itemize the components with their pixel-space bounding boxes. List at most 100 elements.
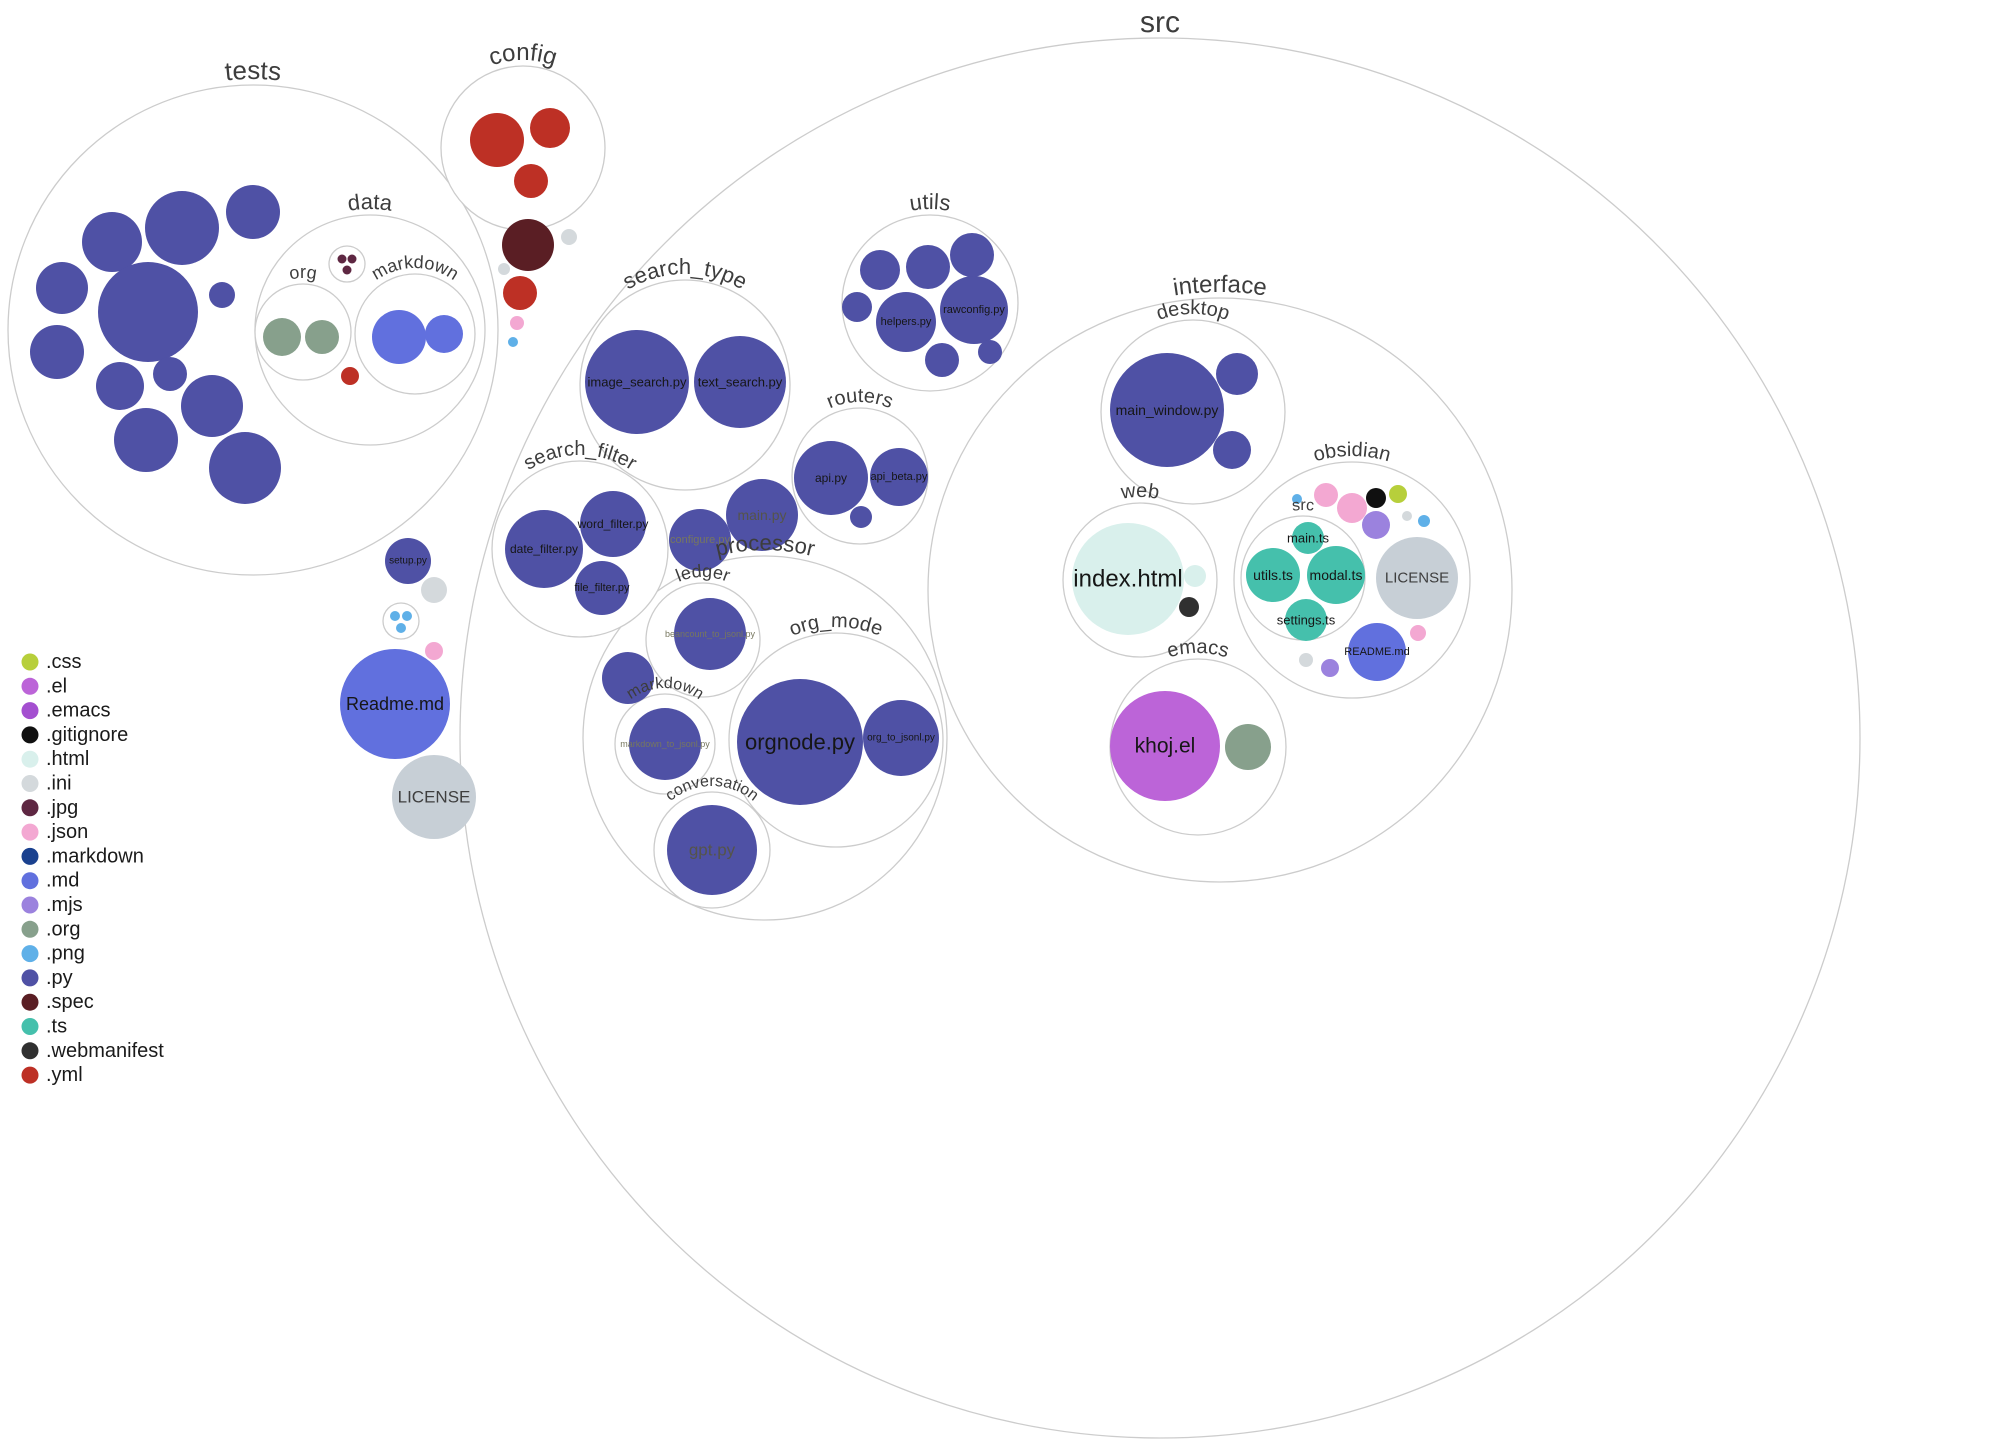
file-circle-LICENSE[interactable] xyxy=(1376,537,1458,619)
file-circle-org-file[interactable] xyxy=(305,320,339,354)
file-circle-gpt.py[interactable] xyxy=(667,805,757,895)
legend-label-py: .py xyxy=(46,967,73,989)
file-circle-png-file[interactable] xyxy=(390,611,400,621)
file-circle-api_beta.py[interactable] xyxy=(870,448,928,506)
file-circle-py-file[interactable] xyxy=(209,282,235,308)
file-circle-markdown_to_jsonl.py[interactable] xyxy=(629,708,701,780)
file-circle-py-file[interactable] xyxy=(30,325,84,379)
file-circle-json-file[interactable] xyxy=(1410,625,1426,641)
file-circle-jpg-file[interactable] xyxy=(337,254,347,264)
file-circle-date_filter.py[interactable] xyxy=(505,510,583,588)
file-circle-py-file[interactable] xyxy=(153,357,187,391)
file-circle-py-file[interactable] xyxy=(145,191,219,265)
file-circle-README.md[interactable] xyxy=(1348,623,1406,681)
file-circle-py-file[interactable] xyxy=(950,233,994,277)
file-circle-index.html[interactable] xyxy=(1072,523,1184,635)
file-circle-file_filter.py[interactable] xyxy=(575,561,629,615)
file-circle-modal.ts[interactable] xyxy=(1307,546,1365,604)
file-label-main_window.py: main_window.py xyxy=(1116,402,1219,418)
file-circle-beancount_to_jsonl.py[interactable] xyxy=(674,598,746,670)
file-circle-md-file[interactable] xyxy=(372,310,426,364)
file-circle-utils.ts[interactable] xyxy=(1246,548,1300,602)
folder-circle-jpg-cluster[interactable] xyxy=(328,245,366,283)
file-circle-mjs-file[interactable] xyxy=(1321,659,1339,677)
file-circle-py-file[interactable] xyxy=(209,432,281,504)
file-circle-ini-file[interactable] xyxy=(561,229,577,245)
file-circle-configure.py[interactable] xyxy=(669,509,731,571)
file-circle-yml-file[interactable] xyxy=(341,367,359,385)
file-circle-py-file[interactable] xyxy=(82,212,142,272)
file-circle-png-file[interactable] xyxy=(1292,494,1302,504)
file-circle-jpg-file[interactable] xyxy=(342,265,352,275)
legend-dot-ts-icon xyxy=(21,1018,39,1035)
file-circle-py-file[interactable] xyxy=(114,408,178,472)
file-circle-html-file[interactable] xyxy=(1184,565,1206,587)
folder-circle-interface[interactable] xyxy=(927,297,1513,883)
folder-circle-org[interactable] xyxy=(254,283,352,381)
folder-label-data: data xyxy=(346,189,394,216)
file-circle-json-file[interactable] xyxy=(425,642,443,660)
file-circle-yml-file[interactable] xyxy=(530,108,570,148)
file-circle-LICENSE[interactable] xyxy=(392,755,476,839)
file-circle-json-file[interactable] xyxy=(1337,493,1367,523)
file-circle-jpg-file[interactable] xyxy=(347,254,357,264)
file-circle-orgnode.py[interactable] xyxy=(737,679,863,805)
file-circle-yml-file[interactable] xyxy=(503,276,537,310)
file-circle-org_to_jsonl.py[interactable] xyxy=(863,700,939,776)
file-circle-json-file[interactable] xyxy=(1314,483,1338,507)
file-circle-md-file[interactable] xyxy=(425,315,463,353)
file-circle-py-file[interactable] xyxy=(842,292,872,322)
file-circle-rawconfig.py[interactable] xyxy=(940,276,1008,344)
file-circle-khoj.el[interactable] xyxy=(1110,691,1220,801)
file-circle-ini-file[interactable] xyxy=(1402,511,1412,521)
file-circle-text_search.py[interactable] xyxy=(694,336,786,428)
file-circle-ini-file[interactable] xyxy=(498,263,510,275)
file-circle-css-file[interactable] xyxy=(1389,485,1407,503)
file-circle-webmanifest-file[interactable] xyxy=(1179,597,1199,617)
file-circle-py-file[interactable] xyxy=(181,375,243,437)
file-circle-image_search.py[interactable] xyxy=(585,330,689,434)
file-circle-json-file[interactable] xyxy=(510,316,524,330)
file-circle-py-file[interactable] xyxy=(1216,353,1258,395)
file-circle-png-file[interactable] xyxy=(396,623,406,633)
file-circle-main_window.py[interactable] xyxy=(1110,353,1224,467)
file-circle-py-file[interactable] xyxy=(906,245,950,289)
file-circle-py-file[interactable] xyxy=(226,185,280,239)
file-circle-png-file[interactable] xyxy=(1418,515,1430,527)
file-circle-org-file[interactable] xyxy=(1225,724,1271,770)
file-circle-py-file[interactable] xyxy=(98,262,198,362)
file-circle-yml-file[interactable] xyxy=(514,164,548,198)
legend-label-webmanifest: .webmanifest xyxy=(46,1040,164,1062)
file-circle-Readme.md[interactable] xyxy=(340,649,450,759)
file-circle-main.ts[interactable] xyxy=(1292,522,1324,554)
file-circle-spec-file[interactable] xyxy=(502,219,554,271)
legend-label-mjs: .mjs xyxy=(46,894,83,916)
legend-dot-webmanifest-icon xyxy=(21,1042,39,1060)
file-circle-py-file[interactable] xyxy=(925,343,959,377)
file-circle-gitignore-file[interactable] xyxy=(1366,488,1386,508)
file-circle-setup.py[interactable] xyxy=(385,538,431,584)
file-circle-mjs-file[interactable] xyxy=(1362,511,1390,539)
file-circle-py-file[interactable] xyxy=(860,250,900,290)
file-circle-py-file[interactable] xyxy=(850,506,872,528)
file-circle-py-file[interactable] xyxy=(1213,431,1251,469)
file-circle-word_filter.py[interactable] xyxy=(580,491,646,557)
file-circle-settings.ts[interactable] xyxy=(1285,599,1327,641)
file-circle-png-file[interactable] xyxy=(508,337,518,347)
file-circle-main.py[interactable] xyxy=(726,479,798,551)
file-circle-helpers.py[interactable] xyxy=(876,292,936,352)
file-circle-png-file[interactable] xyxy=(402,611,412,621)
file-circle-api.py[interactable] xyxy=(794,441,868,515)
file-circle-yml-file[interactable] xyxy=(470,113,524,167)
file-circle-ini-file[interactable] xyxy=(1299,653,1313,667)
file-circle-py-file[interactable] xyxy=(96,362,144,410)
file-circle-ini-file[interactable] xyxy=(421,577,447,603)
file-circle-org-file[interactable] xyxy=(263,318,301,356)
legend-label-ini: .ini xyxy=(46,773,72,795)
folder-circle-images-cluster[interactable] xyxy=(382,602,420,640)
file-circle-py-file[interactable] xyxy=(602,652,654,704)
file-circle-py-file[interactable] xyxy=(36,262,88,314)
file-circle-py-file[interactable] xyxy=(978,340,1002,364)
file-label-main.py: main.py xyxy=(737,507,786,523)
folder-circle-config[interactable] xyxy=(440,65,606,231)
